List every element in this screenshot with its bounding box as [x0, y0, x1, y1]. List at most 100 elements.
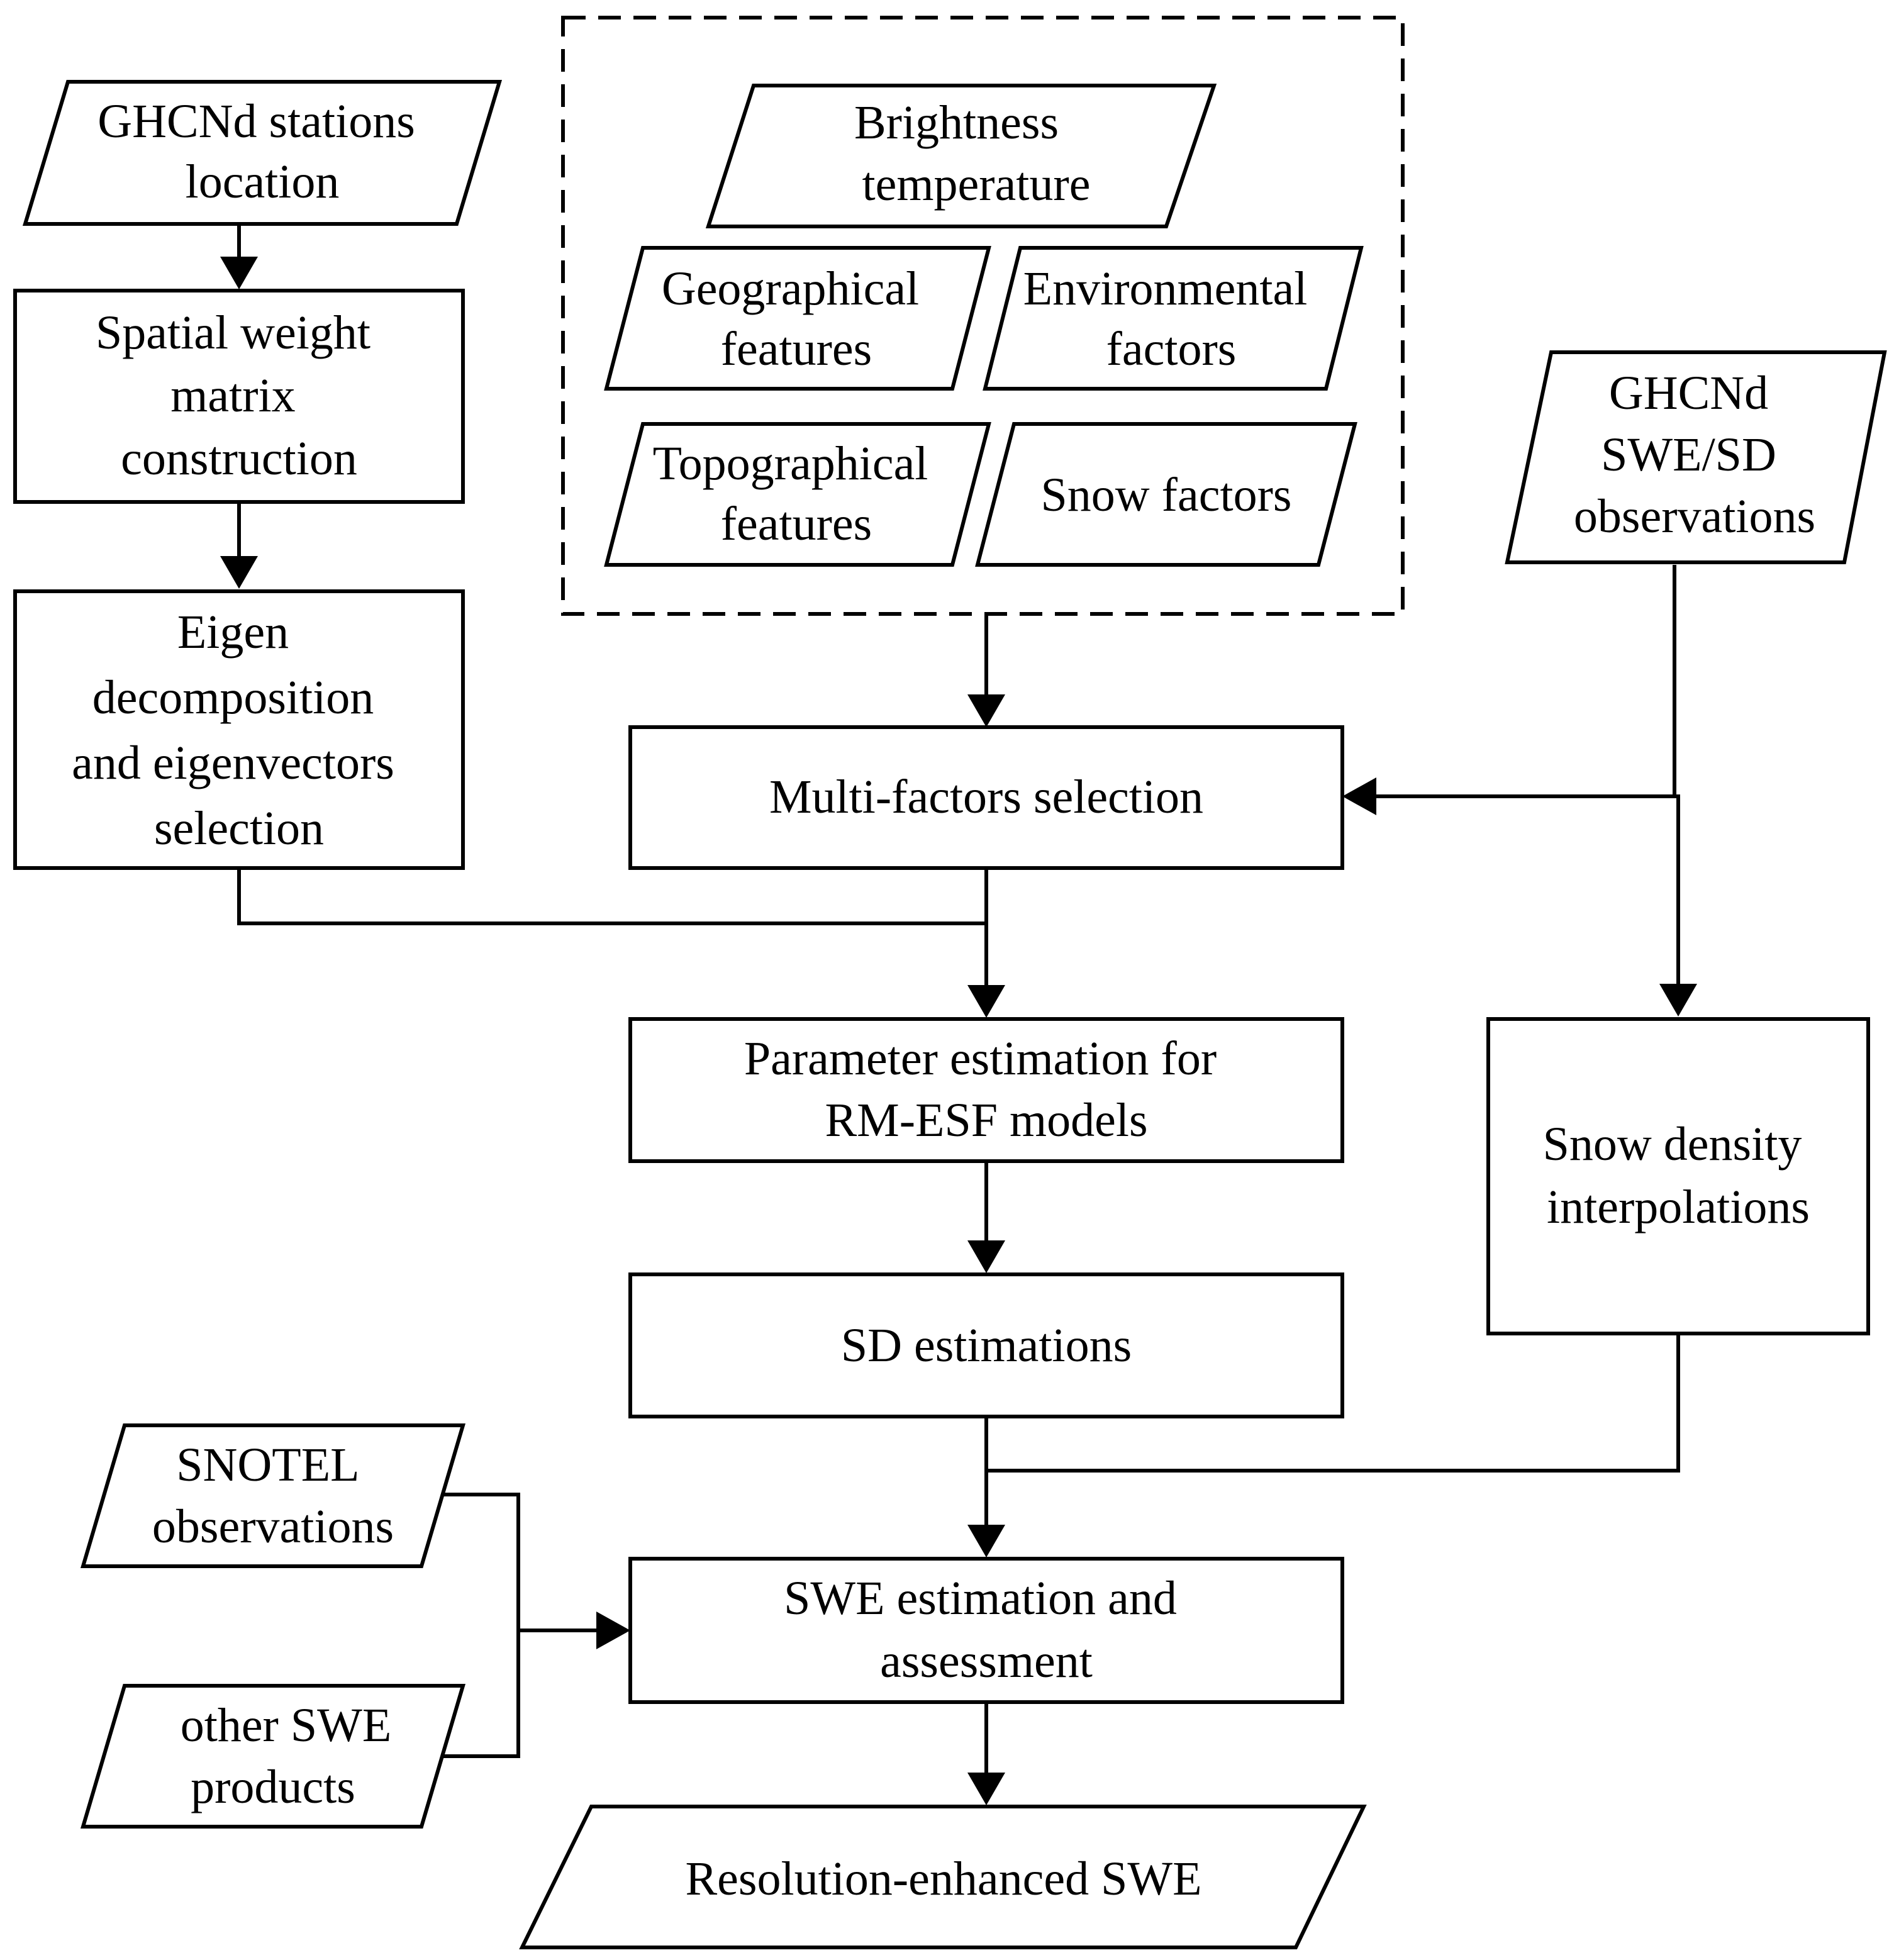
label-line: GHCNd stations [97, 95, 415, 148]
node-ghcnd-swe-sd-observations: GHCNd SWE/SD observations [1505, 350, 1887, 564]
label-line: location [186, 155, 340, 208]
node-label: Snow factors [1041, 469, 1292, 521]
label-line: features [721, 498, 872, 550]
node-multi-factors-selection: Multi-factors selection [628, 725, 1344, 870]
process-box [1486, 1017, 1870, 1335]
label-line: SWE/SD [1601, 428, 1776, 481]
label-line: observations [1574, 490, 1815, 543]
data-parallelogram [1505, 350, 1887, 564]
label-line: Environmental [1023, 262, 1308, 315]
label-line: features [721, 323, 872, 376]
node-label: Multi-factors selection [769, 771, 1203, 823]
node-label: SWE estimation and assessment [784, 1572, 1189, 1688]
node-environmental-factors: Environmental factors [983, 246, 1364, 391]
arrowhead-resolution [967, 1773, 1005, 1805]
arrowhead-multi-factors-top [967, 694, 1005, 727]
node-snow-density-interpolations: Snow density interpolations [1486, 1017, 1870, 1335]
data-parallelogram [604, 422, 991, 567]
label-line: SWE estimation and [784, 1572, 1177, 1625]
label-line: interpolations [1547, 1181, 1810, 1233]
label-line: observations [152, 1500, 394, 1553]
node-label: Parameter estimation for RM-ESF models [744, 1032, 1228, 1147]
label-line: Snow density [1543, 1118, 1802, 1171]
arrowhead-spatial-weight [220, 257, 258, 289]
node-other-swe-products: other SWE products [80, 1684, 466, 1829]
node-spatial-weight-matrix: Spatial weight matrix construction [13, 289, 465, 504]
node-label: Snow density interpolations [1543, 1118, 1814, 1233]
node-label: Brightness temperature [854, 96, 1091, 211]
label-line: Parameter estimation for [744, 1032, 1217, 1085]
label-line: matrix [170, 369, 295, 422]
node-label: Geographical features [662, 262, 931, 376]
label-line: Resolution-enhanced SWE [685, 1852, 1201, 1905]
data-parallelogram [519, 1805, 1367, 1949]
node-label: SNOTEL observations [152, 1439, 394, 1553]
label-line: RM-ESF models [825, 1094, 1147, 1147]
node-label: Topographical features [653, 437, 940, 550]
node-snow-factors: Snow factors [975, 422, 1357, 567]
label-line: Brightness [854, 96, 1059, 149]
node-label: Spatial weight matrix construction [96, 306, 382, 485]
node-topographical-features: Topographical features [604, 422, 991, 567]
label-line: Spatial weight [96, 306, 370, 359]
data-parallelogram [80, 1423, 466, 1568]
arrowhead-eigen [220, 556, 258, 589]
arrowhead-sd [967, 1240, 1005, 1273]
node-geographical-features: Geographical features [604, 246, 991, 391]
label-line: Eigen [177, 606, 289, 659]
label-line: selection [154, 802, 324, 855]
node-ghcnd-stations-location: GHCNd stations location [22, 80, 503, 226]
arrowhead-snow-density [1659, 984, 1697, 1016]
arrowhead-swe-estimation-top [967, 1525, 1005, 1557]
edge-snotel-to-merge [443, 1493, 520, 1630]
process-box [13, 589, 465, 870]
node-snotel-observations: SNOTEL observations [80, 1423, 466, 1568]
label-line: SD estimations [841, 1319, 1132, 1372]
node-parameter-estimation: Parameter estimation for RM-ESF models [628, 1017, 1344, 1163]
edge-branch-to-snow-density [1674, 794, 1680, 988]
node-swe-estimation-assessment: SWE estimation and assessment [628, 1557, 1344, 1704]
label-line: other SWE [181, 1699, 392, 1752]
label-line: SNOTEL [176, 1439, 358, 1491]
node-eigen-decomposition: Eigen decomposition and eigenvectors sel… [13, 589, 465, 870]
process-box [628, 1017, 1344, 1163]
label-line: factors [1106, 323, 1237, 376]
label-line: decomposition [92, 671, 374, 724]
label-line: Snow factors [1041, 469, 1292, 521]
process-box [628, 1557, 1344, 1704]
data-parallelogram [80, 1684, 466, 1829]
arrowhead-multi-factors-right [1342, 777, 1376, 815]
node-resolution-enhanced-swe: Resolution-enhanced SWE [519, 1805, 1367, 1949]
process-box [13, 289, 465, 504]
label-line: products [191, 1761, 355, 1813]
edge-eigen-to-merge [237, 868, 986, 925]
arrowhead-swe-estimation-left [596, 1612, 630, 1649]
label-line: Multi-factors selection [769, 771, 1203, 823]
data-parallelogram [975, 422, 1357, 567]
node-label: GHCNd SWE/SD observations [1574, 367, 1815, 543]
label-line: GHCNd [1609, 367, 1768, 420]
node-label: other SWE products [181, 1699, 404, 1813]
label-line: and eigenvectors [72, 737, 394, 789]
data-parallelogram [983, 246, 1364, 391]
process-box [628, 1272, 1344, 1418]
node-label: Eigen decomposition and eigenvectors sel… [72, 606, 406, 855]
node-label: Environmental factors [1023, 262, 1320, 376]
node-label: Resolution-enhanced SWE [685, 1852, 1201, 1905]
label-line: Geographical [662, 262, 919, 315]
node-label: SD estimations [841, 1319, 1132, 1372]
arrowhead-parameter [967, 985, 1005, 1018]
data-parallelogram [705, 84, 1217, 228]
label-line: temperature [862, 158, 1091, 211]
label-line: construction [121, 432, 357, 485]
node-brightness-temperature: Brightness temperature [705, 84, 1217, 228]
connectors [220, 224, 1697, 1805]
process-box [628, 725, 1344, 870]
node-sd-estimations: SD estimations [628, 1272, 1344, 1418]
label-line: assessment [880, 1635, 1093, 1688]
data-parallelogram [22, 80, 503, 226]
data-parallelogram [604, 246, 991, 391]
label-line: Topographical [653, 437, 928, 490]
edge-snow-density-to-merge [986, 1334, 1680, 1473]
